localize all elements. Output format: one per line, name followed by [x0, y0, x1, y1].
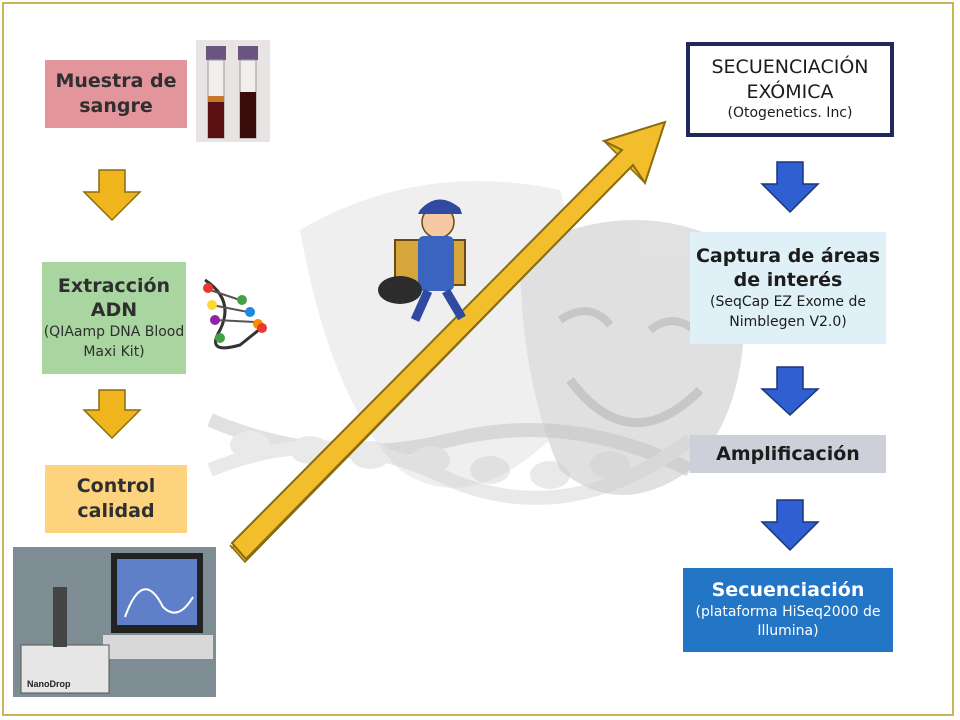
diagonal-arrow: [229, 120, 667, 564]
box-title: Amplificación: [716, 442, 860, 465]
box-title: Captura de áreas de interés: [695, 244, 881, 292]
box-title: Control calidad: [76, 475, 156, 522]
box-subtitle: (SeqCap EZ Exome de Nimblegen V2.0): [710, 294, 866, 330]
dna-background-icon: [207, 413, 695, 505]
blood-tubes-photo: [196, 40, 270, 142]
arrow-down-5: [760, 499, 820, 552]
mail-carrier-icon: [378, 199, 466, 322]
box-extraccion-adn: Extracción ADN (QIAamp DNA Blood Maxi Ki…: [42, 262, 186, 374]
box-title: Secuenciación: [711, 579, 865, 602]
arrow-down-2: [82, 389, 142, 440]
box-subtitle: (plataforma HiSeq2000 de Illumina): [695, 603, 881, 640]
dna-helix-icon: [203, 278, 267, 350]
box-title: Muestra de sangre: [55, 70, 177, 117]
arrow-down-3: [760, 161, 820, 214]
box-secuenciacion: Secuenciación (plataforma HiSeq2000 de I…: [683, 568, 893, 652]
box-title: SECUENCIACIÓN EXÓMICA: [711, 56, 869, 103]
nanodrop-label: NanoDrop: [27, 679, 71, 689]
box-control-calidad: Control calidad: [45, 465, 187, 533]
box-secuenciacion-exomica: SECUENCIACIÓN EXÓMICA (Otogenetics. Inc): [686, 42, 894, 137]
box-captura-areas: Captura de áreas de interés (SeqCap EZ E…: [690, 232, 886, 344]
arrow-down-1: [82, 169, 142, 222]
box-subtitle: (QIAamp DNA Blood Maxi Kit): [43, 324, 185, 360]
nanodrop-photo: NanoDrop: [13, 547, 216, 697]
box-muestra-sangre: Muestra de sangre: [45, 60, 187, 128]
arrow-down-4: [760, 366, 820, 417]
box-amplificacion: Amplificación: [690, 435, 886, 473]
box-title: Extracción ADN: [57, 274, 171, 322]
box-subtitle: (Otogenetics. Inc): [727, 105, 853, 122]
